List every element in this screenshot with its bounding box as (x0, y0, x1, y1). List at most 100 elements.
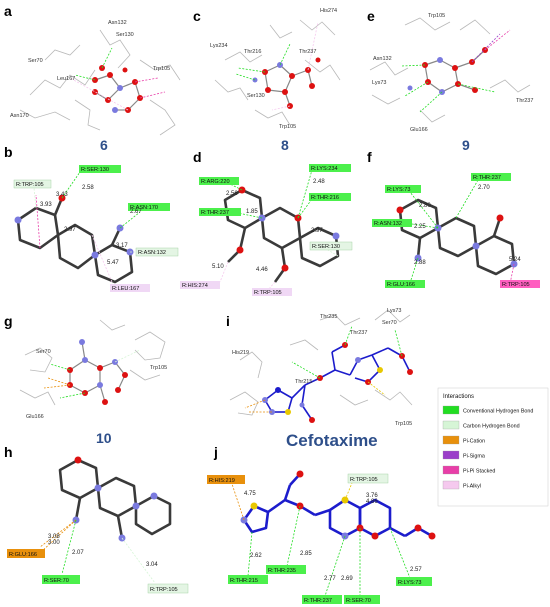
legend-swatch-6 (442, 480, 460, 490)
legend-label-6: Pi-Alkyl (463, 484, 481, 490)
panel-d-tag-3-bg (309, 193, 351, 201)
panel-d-tag-1-bg (199, 177, 239, 185)
panel-i-cefotaxime-3d (262, 342, 413, 423)
panel-d-distance-4: 2.97 (311, 228, 323, 234)
panel-h-tag-2: R:SER:70 (44, 578, 69, 584)
panel-j-tag-7-bg (396, 577, 432, 586)
panel-h-heteroatoms (72, 456, 158, 542)
panel-d-tag-6-bg (180, 281, 220, 289)
panel-h-tag-1-bg (7, 549, 45, 558)
panel-letter-c: c (193, 8, 201, 24)
panel-h-tag-3-bg (147, 583, 189, 594)
panel-a-interactions (69, 47, 166, 111)
panel-j-distance-2: 3.76 (366, 493, 378, 499)
panel-letter-g: g (4, 313, 13, 329)
panel-b-tag-4: R:ASN:132 (138, 250, 166, 256)
panel-d-tag-7-bg (252, 288, 292, 296)
panel-j-distance-3: 4.86 (366, 499, 378, 505)
panel-letter-i: i (226, 313, 230, 329)
panel-letter-b: b (4, 144, 13, 160)
panel-f-distance-5: 5.24 (509, 257, 521, 263)
panel-j-distance-7: 2.69 (341, 576, 353, 582)
panel-j-cefotaxime-2d (242, 473, 433, 538)
panel-h-tag-1: R:GLU:166 (9, 552, 37, 558)
compound-8-label: 8 (281, 137, 289, 153)
compound-9-label: 9 (462, 137, 470, 153)
panel-i-residue-1: Thr235 (320, 314, 337, 320)
panel-a-protein-sticks (19, 29, 181, 136)
panel-e-residue-4: Thr237 (516, 98, 533, 104)
panel-a-residue-6: Asn170 (10, 113, 29, 119)
legend-label-3: Pi-Cation (463, 439, 485, 445)
panel-d-tag-1: R:ARG:220 (201, 179, 230, 185)
panel-d-ligand-2d (223, 188, 340, 283)
panel-a-ligand-3d (92, 65, 143, 113)
panel-j-tag-4-bg (266, 565, 306, 574)
panel-b-distance-7: 5.47 (107, 260, 119, 266)
panel-d-tag-2-bg (309, 164, 351, 172)
panel-b-tag-1-bg (79, 165, 121, 173)
panel-c-interactions (235, 21, 319, 111)
panel-h-distance-1: 3.08 (48, 534, 60, 540)
panel-b-tag-5: R:LEU:167 (112, 286, 139, 292)
panel-j-tag-6-bg (344, 595, 380, 604)
legend-label-2: Carbon Hydrogen Bond (463, 424, 520, 430)
panel-j-tag-3-bg (228, 575, 268, 584)
panel-b-distance-6: 3.17 (116, 243, 128, 249)
panel-a-residue-2: Ser130 (116, 32, 134, 38)
panel-d-distance-2: 2.48 (313, 179, 325, 185)
panel-d-tag-3: R:THR:216 (311, 195, 339, 201)
panel-i-residue-2: Lys73 (387, 308, 401, 314)
panel-i-protein-sticks (229, 309, 413, 416)
panel-e-interactions (401, 29, 511, 113)
panel-letter-j: j (213, 444, 218, 460)
panel-i-residue-7: Trp105 (395, 421, 412, 427)
panel-j-distance-4: 2.62 (250, 553, 262, 559)
panel-c-residue-2: Lys234 (210, 43, 228, 49)
panel-d-tag-4-bg (199, 208, 241, 216)
panel-i-residue-5: His219 (232, 350, 249, 356)
panel-b-distance-1: 2.58 (82, 185, 94, 191)
panel-e-residue-1: Trp105 (428, 13, 445, 19)
panel-j-tag-7: R:LYS:73 (398, 580, 422, 586)
compound-10-label: 10 (96, 430, 112, 446)
legend-swatch-4 (442, 450, 460, 460)
panel-f-interactions (409, 179, 515, 285)
panel-j-tag-2: R:TRP:105 (350, 477, 378, 483)
panel-i-residue-6: Thr215 (295, 379, 312, 385)
panel-b-distance-2: 3.43 (56, 192, 68, 198)
panel-b-distance-4: 2.67 (130, 209, 142, 215)
panel-b-ligand-2d (16, 197, 134, 284)
panel-e-residue-3: Lys73 (372, 80, 386, 86)
panel-e-residue-2: Asn132 (373, 56, 392, 62)
panel-j-distance-6: 2.77 (324, 576, 336, 582)
panel-b-tag-2-bg (13, 179, 52, 189)
panel-c-protein-sticks (214, 19, 341, 126)
panel-i-residue-3: Ser70 (382, 320, 397, 326)
panel-j-tag-5: R:THR:237 (304, 598, 332, 604)
panel-b-tag-3: R:ASN:170 (130, 205, 158, 211)
panel-f-tag-3: R:ASN:132 (374, 221, 402, 227)
panel-c-residue-3: Thr216 (244, 49, 261, 55)
panel-f-distance-1: 2.70 (478, 185, 490, 191)
panel-h-tag-3: R:TRP:105 (150, 587, 178, 593)
panel-letter-d: d (193, 149, 202, 165)
legend-label-5: Pi-Pi Stacked (463, 469, 495, 475)
legend-label-4: Pi-Sigma (463, 454, 485, 460)
panel-letter-f: f (367, 149, 372, 165)
panel-e-protein-sticks (369, 17, 531, 123)
panel-j-tag-3: R:THR:215 (230, 578, 258, 584)
panel-f-tag-2-bg (385, 185, 421, 193)
panel-j-tag-6: R:SER:70 (346, 598, 371, 604)
panel-j-tag-5-bg (302, 595, 342, 604)
interactions-legend: Interactions Conventional Hydrogen BondC… (437, 387, 549, 507)
panel-f-tag-5-bg (500, 280, 540, 288)
panel-a-residue-5: Trp105 (153, 66, 170, 72)
panel-d-distance-3: 1.85 (246, 209, 258, 215)
panel-g-interactions (43, 349, 141, 399)
panel-g-residue-3: Glu166 (26, 414, 44, 420)
legend-swatch-1 (442, 405, 460, 415)
panel-b-tag-2: R:TRP:105 (16, 182, 44, 188)
panel-a-residue-1: Asn132 (108, 20, 127, 26)
